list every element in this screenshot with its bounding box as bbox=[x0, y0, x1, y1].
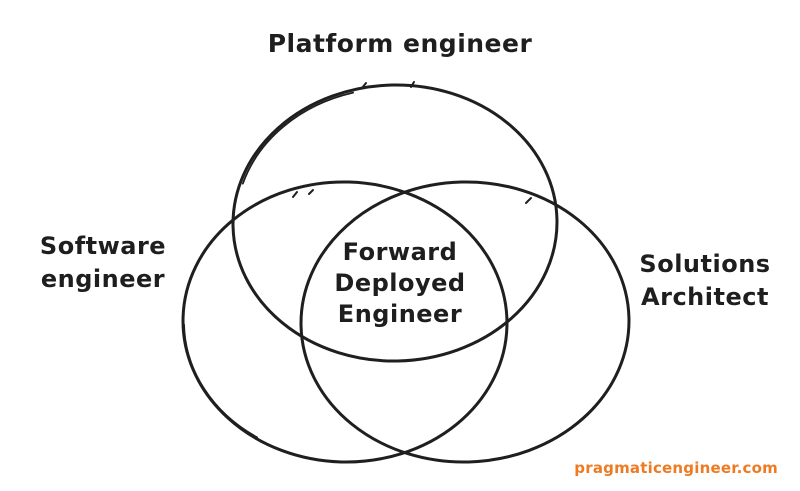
label-solutions-line-1: Solutions bbox=[639, 250, 771, 278]
label-platform-engineer-text: Platform engineer bbox=[267, 29, 533, 58]
label-software-engineer: Software engineer bbox=[40, 230, 166, 296]
label-software-line-1: Software bbox=[39, 232, 167, 260]
label-solutions-line-2: Architect bbox=[641, 283, 769, 311]
label-center-line-1: Forward bbox=[342, 238, 458, 266]
label-forward-deployed-engineer: Forward Deployed Engineer bbox=[334, 237, 465, 330]
label-solutions-architect: Solutions Architect bbox=[639, 248, 770, 314]
label-center-line-2: Deployed bbox=[334, 269, 466, 297]
label-center-line-3: Engineer bbox=[337, 300, 463, 328]
label-platform-engineer: Platform engineer bbox=[268, 28, 533, 59]
watermark-pragmaticengineer: pragmaticengineer.com bbox=[574, 459, 778, 477]
circle-platform-engineer bbox=[231, 81, 559, 363]
circle-software-engineer bbox=[181, 180, 509, 464]
label-software-line-2: engineer bbox=[40, 265, 166, 293]
circle-solutions-architect bbox=[299, 180, 631, 464]
